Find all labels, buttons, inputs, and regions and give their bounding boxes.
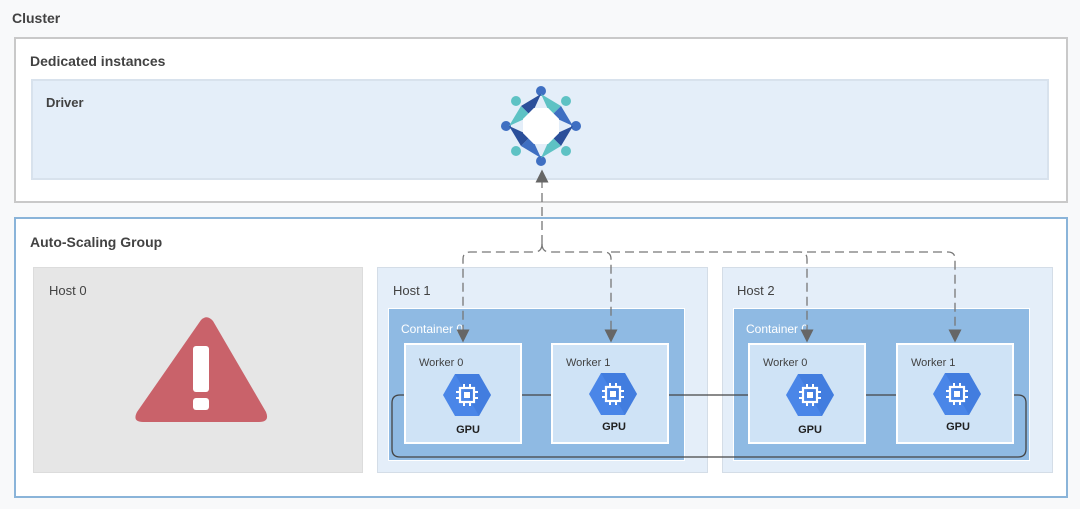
host-1-label: Host 1 xyxy=(393,283,431,298)
dedicated-instances-title: Dedicated instances xyxy=(30,53,166,69)
host-0-label: Host 0 xyxy=(49,283,87,298)
kubeflow-logo xyxy=(501,86,581,166)
host-2-worker-1-label: Worker 1 xyxy=(911,357,956,369)
auto-scaling-group-title: Auto-Scaling Group xyxy=(30,234,163,250)
host-1-worker-1-gpu-label: GPU xyxy=(602,421,626,433)
host-1-worker-0-gpu-label: GPU xyxy=(456,424,480,436)
warning-icon xyxy=(135,317,268,422)
host-1-worker-0-label: Worker 0 xyxy=(419,357,464,369)
host-2-container-label: Container 0 xyxy=(746,322,809,336)
gpu-chip-icon xyxy=(587,371,639,417)
host-2-label: Host 2 xyxy=(737,283,775,298)
driver-label: Driver xyxy=(46,95,84,110)
cluster-title: Cluster xyxy=(12,10,61,26)
host-2-worker-1 xyxy=(896,343,1014,444)
host-2-worker-0-label: Worker 0 xyxy=(763,357,808,369)
host-1-container-label: Container 0 xyxy=(401,322,464,336)
host-1-worker-1-label: Worker 1 xyxy=(566,357,611,369)
host-2-worker-0-gpu-label: GPU xyxy=(798,424,822,436)
host-2-worker-1-gpu-label: GPU xyxy=(946,421,970,433)
gpu-chip-icon xyxy=(784,372,836,418)
gpu-chip-icon xyxy=(441,372,493,418)
gpu-chip-icon xyxy=(931,371,983,417)
